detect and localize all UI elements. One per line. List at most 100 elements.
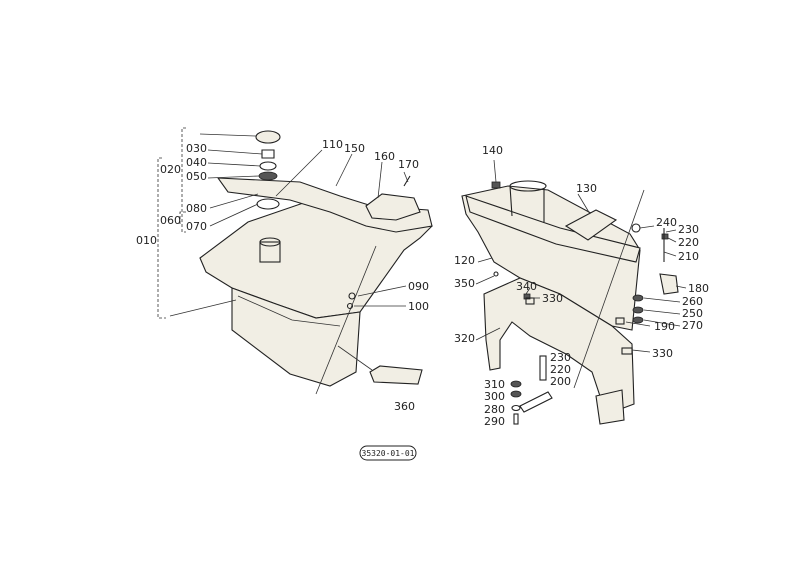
cap-insert	[261, 149, 275, 159]
callout-010: 010	[136, 234, 157, 247]
callout-030: 030	[186, 142, 207, 155]
leader-160	[377, 161, 383, 199]
callout-170: 170	[398, 158, 419, 171]
leader-line	[315, 245, 377, 395]
callout-340: 340	[516, 280, 537, 293]
nut-140	[491, 181, 501, 189]
frame-cylinder-top	[509, 180, 547, 192]
diagram-code: 35320-01-01	[362, 449, 415, 458]
cap-gasket	[259, 161, 277, 171]
leader-220a	[667, 237, 677, 243]
washer-300	[510, 390, 522, 398]
leader-180	[675, 285, 687, 289]
callout-290: 290	[484, 415, 505, 428]
leader-030	[199, 133, 257, 137]
callout-270: 270	[682, 319, 703, 332]
leader-260	[643, 297, 681, 303]
callout-060: 060	[160, 214, 181, 227]
callout-190: 190	[654, 320, 675, 333]
callout-260: 260	[682, 295, 703, 308]
nut-270	[632, 316, 644, 324]
frame-assembly	[461, 159, 687, 425]
callout-300: 300	[484, 390, 505, 403]
callout-230b: 230	[550, 351, 571, 364]
callout-210: 210	[678, 250, 699, 263]
leader-240	[639, 225, 655, 229]
group-bracket-020	[181, 127, 186, 233]
group-bracket-060	[179, 211, 186, 226]
callout-050: 050	[186, 170, 207, 183]
callout-040: 040	[186, 156, 207, 169]
washer-250	[632, 306, 644, 314]
frame-cylinder	[509, 185, 545, 222]
callout-110: 110	[322, 138, 343, 151]
step-foot	[595, 389, 625, 425]
right-callouts: 120 130 140 180 190 200 210 220 230 240 …	[454, 144, 709, 428]
side-bracket	[659, 273, 679, 295]
washer-220a	[661, 233, 669, 240]
group-bracket-010	[157, 157, 166, 319]
callout-310: 310	[484, 378, 505, 391]
leader-270	[643, 319, 681, 327]
bolt-290	[513, 413, 519, 425]
cross-plate	[564, 209, 618, 241]
leader-140	[493, 159, 497, 183]
callout-120: 120	[454, 254, 475, 267]
strainer-ring	[258, 171, 278, 181]
leader-350	[475, 275, 495, 285]
callout-250: 250	[682, 307, 703, 320]
washer-260	[632, 294, 644, 302]
cross-beam	[465, 195, 641, 263]
callout-130: 130	[576, 182, 597, 195]
drain-plug	[348, 292, 356, 300]
callout-240: 240	[656, 216, 677, 229]
callout-320: 320	[454, 332, 475, 345]
callout-200: 200	[550, 375, 571, 388]
left-callouts: 010 020 030 040 050 060 070 080 090 100 …	[136, 138, 429, 413]
tank-filler-neck	[259, 241, 281, 263]
leader-070	[209, 203, 259, 227]
leader-120	[477, 257, 493, 263]
callout-330b: 330	[542, 292, 563, 305]
leader-130	[577, 193, 591, 215]
callout-140: 140	[482, 144, 503, 157]
stamp-border	[359, 445, 417, 461]
callout-090: 090	[408, 280, 429, 293]
callout-080: 080	[186, 202, 207, 215]
leader-170	[403, 171, 409, 183]
callout-150: 150	[344, 142, 365, 155]
link-200	[519, 391, 553, 413]
leader-340	[525, 287, 531, 295]
leader-040	[207, 149, 263, 155]
callout-160: 160	[374, 150, 395, 163]
leader-210	[663, 251, 677, 257]
leader-050	[207, 162, 261, 167]
callout-230a: 230	[678, 223, 699, 236]
frame-leader-line	[573, 189, 645, 389]
leader-320	[475, 327, 501, 341]
tank-edge	[237, 295, 341, 327]
filler-cap	[255, 130, 281, 144]
leader-110	[275, 149, 323, 197]
callout-360: 360	[394, 400, 415, 413]
leader-050b	[207, 175, 260, 179]
callout-350: 350	[454, 277, 475, 290]
nut-190	[615, 317, 625, 325]
washer-280	[511, 404, 521, 412]
callout-180: 180	[688, 282, 709, 295]
leader-150	[335, 153, 353, 187]
leader-line-010	[169, 299, 237, 317]
step-plate	[483, 277, 635, 411]
callout-280: 280	[484, 403, 505, 416]
fuel-tank-assembly	[157, 127, 433, 395]
leader-330a	[631, 349, 651, 353]
callout-020: 020	[160, 163, 181, 176]
callout-100: 100	[408, 300, 429, 313]
leader-080	[209, 193, 259, 209]
drain-washer	[346, 302, 354, 310]
callout-220b: 220	[550, 363, 571, 376]
bolt-240	[631, 223, 641, 233]
washer-310	[510, 380, 522, 388]
leader-230a	[665, 229, 677, 233]
